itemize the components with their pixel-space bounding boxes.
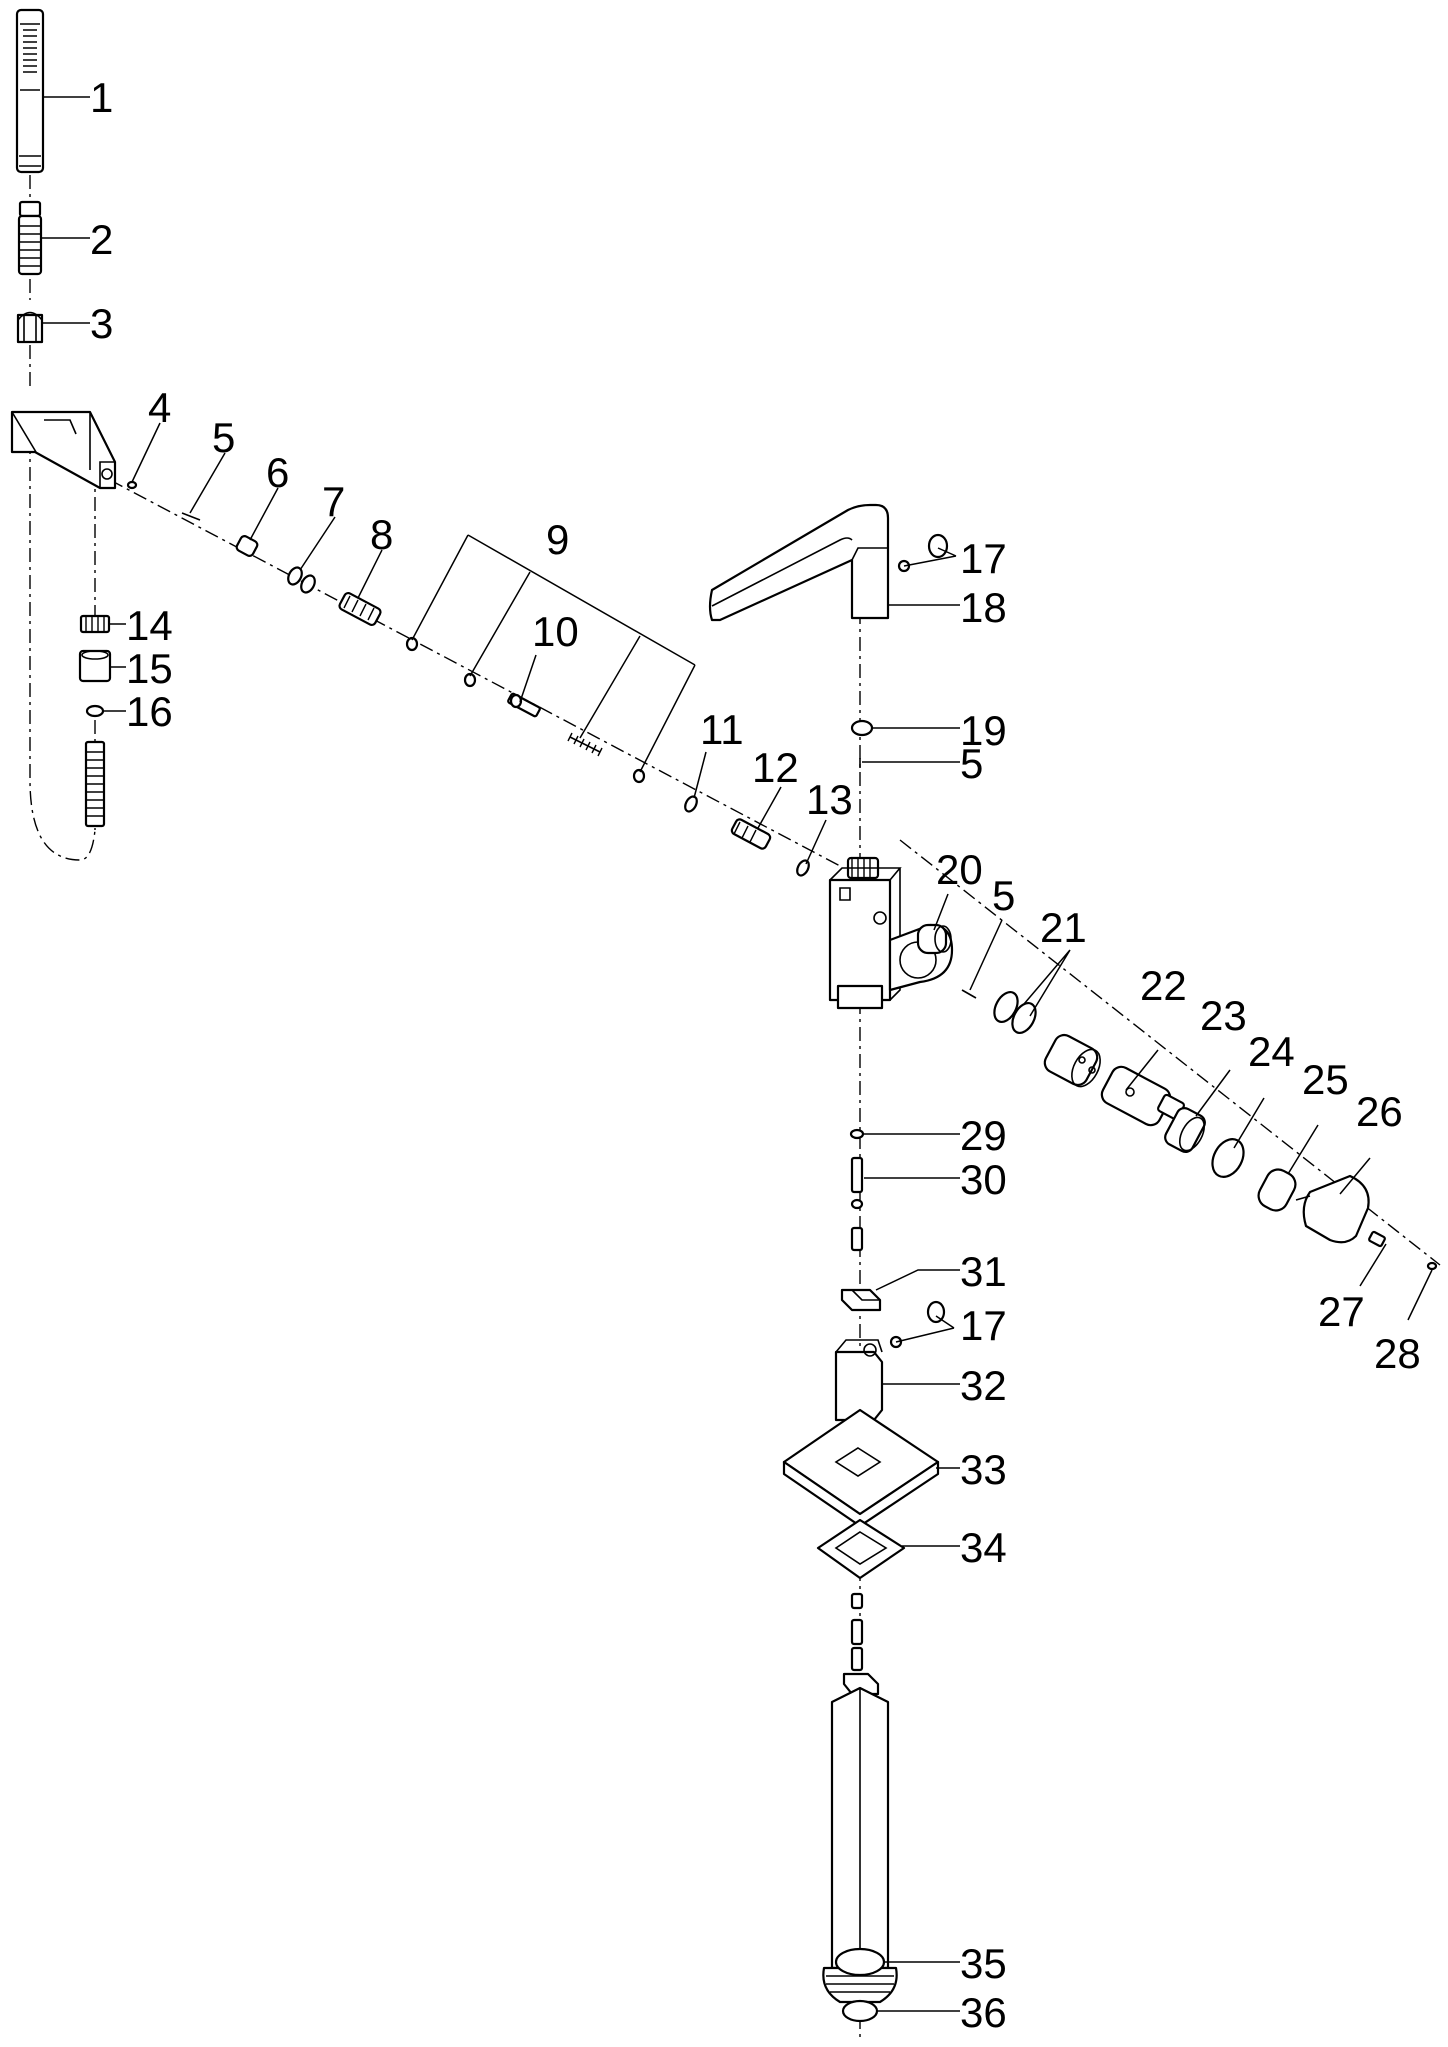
part-nut-6 [235, 535, 259, 557]
part-plug-28 [1426, 1261, 1438, 1271]
part-clip [16, 311, 44, 344]
part-bracket-32 [834, 1339, 884, 1422]
callout-27: 27 [1318, 1288, 1365, 1335]
callout-8: 8 [370, 511, 393, 558]
part-spout [708, 503, 890, 622]
part-spring-9c [567, 732, 603, 757]
part-valve-12 [730, 818, 772, 850]
part-ring-24 [1211, 1138, 1245, 1178]
callout-36: 36 [960, 1989, 1007, 2036]
callout-10: 10 [532, 608, 579, 655]
part-washer-9d [632, 768, 646, 784]
center-lines [29, 175, 1441, 2040]
part-handle-26 [1295, 1174, 1370, 1244]
part-cartridge-22 [1100, 1065, 1185, 1127]
part-small-screw-4 [126, 480, 138, 490]
callout-32: 32 [960, 1362, 1007, 1409]
part-gasket-34 [816, 1518, 906, 1580]
callout-25: 25 [1302, 1056, 1349, 1103]
part-washer-9b [463, 672, 477, 688]
callout-4: 4 [148, 384, 171, 431]
part-screw-17a [897, 533, 949, 573]
part-hose-connector [17, 200, 43, 276]
part-oring-29 [849, 1128, 865, 1140]
part-washer-9a [405, 636, 419, 652]
part-pin-30 [850, 1156, 864, 1252]
part-valve-body [828, 856, 954, 1010]
part-pin-5a [181, 512, 201, 521]
part-clip-31 [840, 1288, 882, 1312]
part-washer-16 [85, 704, 105, 718]
part-cap-20 [916, 923, 952, 955]
part-sleeve-25 [1257, 1168, 1297, 1212]
callout-28: 28 [1374, 1330, 1421, 1377]
callout-3: 3 [90, 300, 113, 347]
callout-12: 12 [752, 744, 799, 791]
callout-7: 7 [322, 478, 345, 525]
callout-17b: 17 [960, 1302, 1007, 1349]
part-screw-27 [1368, 1230, 1386, 1248]
part-standpipe [822, 1686, 898, 2004]
callout-5c: 5 [992, 872, 1015, 919]
part-hose [84, 740, 106, 828]
part-rings-7 [287, 566, 316, 594]
callout-19: 19 [960, 707, 1007, 754]
part-spindle-10 [507, 692, 541, 718]
part-nut-23 [1164, 1107, 1206, 1153]
part-ring-11 [684, 795, 698, 813]
part-ring-13 [796, 859, 810, 877]
part-valve-8 [338, 591, 382, 627]
callout-30: 30 [960, 1156, 1007, 1203]
part-ring-19 [850, 719, 874, 737]
callout-2: 2 [90, 216, 113, 263]
callout-20: 20 [936, 846, 983, 893]
part-pin-5c [961, 989, 977, 999]
leader-lines [42, 96, 1433, 2012]
callout-17a: 17 [960, 535, 1007, 582]
callout-24: 24 [1248, 1028, 1295, 1075]
callout-6: 6 [266, 449, 289, 496]
callout-14: 14 [126, 602, 173, 649]
part-screw-17b [889, 1300, 946, 1349]
callout-5a: 5 [212, 414, 235, 461]
callout-18: 18 [960, 584, 1007, 631]
callout-31: 31 [960, 1248, 1007, 1295]
callout-13: 13 [806, 776, 853, 823]
callout-34: 34 [960, 1524, 1007, 1571]
callout-23: 23 [1200, 992, 1247, 1039]
callout-labels: 1 2 3 4 5 6 7 8 9 10 11 12 13 14 15 16 1… [90, 74, 1421, 2036]
part-ring-35 [834, 1947, 886, 1977]
callout-21: 21 [1040, 904, 1087, 951]
callout-15: 15 [126, 645, 173, 692]
callout-11: 11 [700, 706, 744, 753]
callout-22: 22 [1140, 962, 1187, 1009]
part-rings-21 [993, 991, 1037, 1034]
callout-33: 33 [960, 1446, 1007, 1493]
part-sleeve-15 [78, 649, 112, 683]
part-lower-fittings [842, 1592, 880, 1696]
callout-26: 26 [1356, 1088, 1403, 1135]
part-rosette-33 [782, 1408, 940, 1528]
part-wall-holder [10, 410, 117, 490]
part-nut-14 [79, 614, 111, 634]
part-diverter-disc [1043, 1033, 1101, 1088]
callout-35: 35 [960, 1940, 1007, 1987]
callout-1: 1 [90, 74, 113, 121]
part-ring-36 [841, 1999, 879, 2023]
callout-9: 9 [546, 516, 569, 563]
part-hand-shower [15, 8, 45, 174]
callout-16: 16 [126, 688, 173, 735]
callout-29: 29 [960, 1112, 1007, 1159]
callout-5b: 5 [960, 740, 983, 787]
